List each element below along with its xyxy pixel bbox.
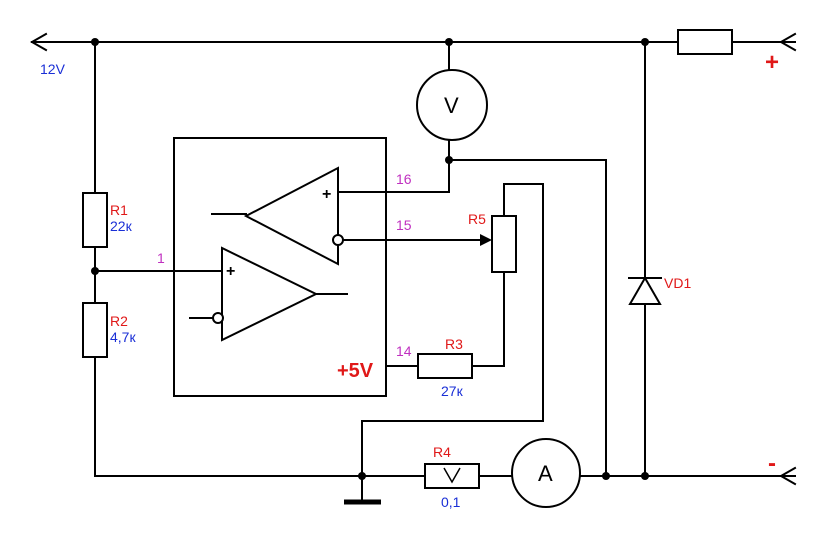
- r5-wiper-arrow-icon: [480, 234, 492, 246]
- ammeter: [511, 438, 581, 508]
- pin-16-label: 16: [396, 171, 412, 187]
- pin-1-label: 1: [157, 250, 165, 266]
- opamp-top-inverting-bubble-icon: [332, 234, 344, 246]
- minus-terminal-arrow-icon: [778, 466, 797, 486]
- voltmeter-symbol: V: [444, 93, 459, 118]
- junction-dot: [445, 38, 453, 46]
- minus-terminal-label: -: [768, 450, 776, 477]
- wires: [31, 41, 796, 503]
- resistor-r3: [417, 353, 473, 379]
- supply-voltage-label: 12V: [40, 61, 66, 77]
- r4-name-label: R4: [433, 444, 451, 460]
- junction-dot: [445, 156, 453, 164]
- r2-value-label: 4,7к: [110, 329, 136, 345]
- r4-mark-icon: [443, 467, 461, 484]
- ammeter-symbol: A: [538, 461, 553, 486]
- diode-vd1: [628, 275, 662, 305]
- ref-voltage-label: +5V: [337, 360, 374, 382]
- junction-dot: [91, 38, 99, 46]
- junction-dot: [641, 38, 649, 46]
- vd1-name-label: VD1: [664, 275, 691, 291]
- pin-15-label: 15: [396, 217, 412, 233]
- junction-dot: [602, 472, 610, 480]
- opamp-bottom-plus-sign: +: [226, 263, 235, 280]
- plus-terminal-arrow-icon: [778, 32, 797, 52]
- opamp-bottom-inverting-bubble-icon: [212, 312, 224, 324]
- r2-name-label: R2: [110, 313, 128, 329]
- voltmeter: [416, 69, 488, 141]
- fuse: [677, 29, 733, 55]
- r3-value-label: 27к: [441, 383, 464, 399]
- junction-dot: [641, 472, 649, 480]
- resistor-r4: [424, 463, 480, 489]
- junction-dots: [91, 38, 649, 480]
- ic-block: [173, 137, 387, 397]
- resistor-r2: [82, 302, 108, 358]
- junction-dot: [358, 472, 366, 480]
- opamp-top-plus-sign: +: [322, 186, 331, 203]
- resistor-r5: [491, 215, 517, 273]
- r1-value-label: 22к: [110, 218, 133, 234]
- pin-14-label: 14: [396, 343, 412, 359]
- opamp-top: [243, 166, 339, 266]
- left-supply-arrow-icon: [29, 32, 48, 52]
- resistor-r1: [82, 192, 108, 248]
- r3-name-label: R3: [445, 336, 463, 352]
- junction-dot: [91, 267, 99, 275]
- diode-triangle-icon: [628, 275, 662, 305]
- r1-name-label: R1: [110, 202, 128, 218]
- r4-value-label: 0,1: [441, 494, 461, 510]
- opamp-bottom: [221, 246, 319, 342]
- r5-name-label: R5: [468, 211, 486, 227]
- plus-terminal-label: +: [765, 49, 779, 76]
